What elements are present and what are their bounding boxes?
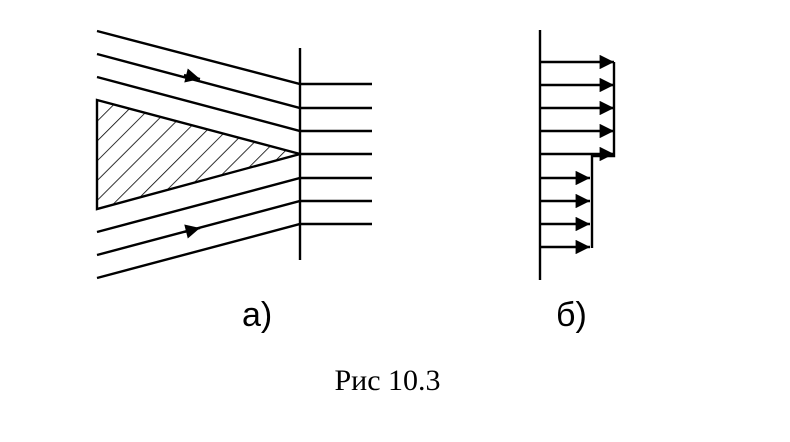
streamline-lower-1 <box>96 176 372 234</box>
hatched-wedge <box>95 98 305 211</box>
part-b-velocity-profile <box>538 30 616 280</box>
flow-arrow-upper <box>183 68 201 83</box>
streamline-upper-3 <box>96 75 372 133</box>
streamline-upper-2 <box>96 52 372 110</box>
streamline-lower-2 <box>96 199 372 257</box>
streamline-lower-3 <box>96 222 372 280</box>
label-a: а) <box>242 296 273 334</box>
flow-arrow-lower <box>183 224 201 239</box>
label-b: б) <box>556 296 587 334</box>
part-a-diagram <box>95 29 372 280</box>
figure-caption: Рис 10.3 <box>334 364 441 397</box>
streamline-upper-1 <box>96 29 372 86</box>
profile-envelope <box>590 62 616 248</box>
